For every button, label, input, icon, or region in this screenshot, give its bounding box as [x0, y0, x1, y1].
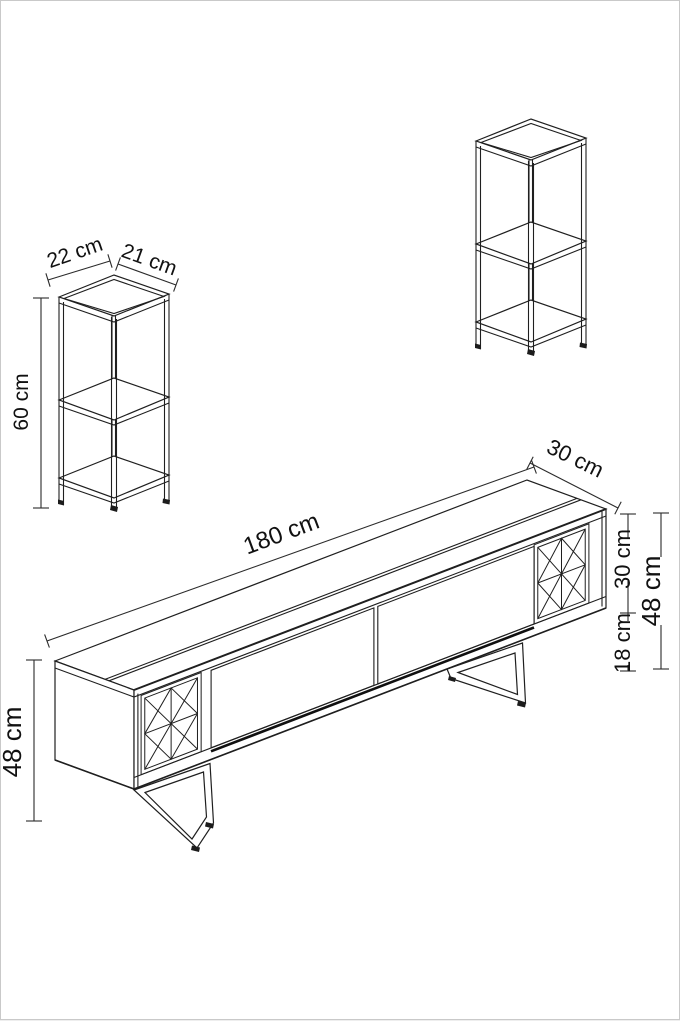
wall-shelf-unit-right: [474, 118, 588, 357]
tv-stand-track-shadow: [210, 626, 535, 753]
lattice-door-right-frame: [534, 524, 589, 624]
tvstand-length-label: 180 cm: [240, 508, 323, 561]
tv-stand-bottom-rail: [133, 595, 607, 779]
tower-height-label: 60 cm: [10, 373, 33, 430]
tvstand-total-height-left-label: 48 cm: [1, 707, 27, 778]
left-leg-foot-front: [205, 822, 214, 829]
lattice-door-left-rhombus: [145, 678, 198, 769]
tv-stand-top-groove: [104, 497, 582, 682]
tv-stand-left-leg: [132, 762, 215, 852]
tvstand-depth-label: 30 cm: [543, 434, 608, 483]
lattice-door-right: [534, 524, 589, 624]
tvstand-leg-clearance-label: 18 cm: [610, 613, 635, 673]
tv-stand-drawing: [53, 479, 608, 852]
tvstand-total-height-right-dimension-line: [653, 512, 669, 670]
lattice-door-left-diagonals: [145, 678, 198, 769]
right-leg-foot-front: [517, 701, 526, 708]
tower-width-label: 22 cm: [44, 233, 106, 273]
tvstand-total-height-right-label: 48 cm: [636, 556, 666, 627]
tvstand-length-dimension-line: [44, 460, 537, 648]
tv-stand-front-top-edge: [133, 508, 607, 691]
tvstand-total-height-left-dimension-line: [26, 659, 42, 822]
lattice-door-right-diagonals: [538, 529, 585, 618]
tower-depth-label: 21 cm: [118, 239, 180, 280]
lattice-door-left-inner-frame: [145, 678, 198, 769]
right-leg-foot-back: [448, 676, 456, 682]
left-leg-inner: [143, 771, 208, 840]
tv-stand-corner-posts: [137, 511, 603, 788]
tv-stand-right-leg: [446, 642, 527, 708]
tower-width-dimension-line: [45, 254, 113, 287]
tower-height-dimension-line: [33, 297, 49, 509]
tvstand-carcass-height-label: 30 cm: [610, 529, 635, 589]
lattice-door-left-frame: [141, 672, 201, 774]
tvstand-depth-dimension-line: [526, 456, 622, 515]
tv-stand-bottom-edge: [54, 607, 607, 790]
left-leg-foot-back: [191, 845, 200, 852]
tower-depth-dimension-line: [115, 257, 179, 292]
wall-shelf-unit-left: [57, 274, 171, 513]
lattice-door-left: [141, 672, 201, 774]
lattice-door-right-rhombus: [538, 529, 585, 618]
right-leg-inner: [456, 652, 519, 696]
tv-stand-top-lip: [54, 515, 607, 698]
lattice-door-right-inner-frame: [538, 529, 585, 618]
tvstand-carcass-leg-dimension-line: [620, 513, 636, 672]
